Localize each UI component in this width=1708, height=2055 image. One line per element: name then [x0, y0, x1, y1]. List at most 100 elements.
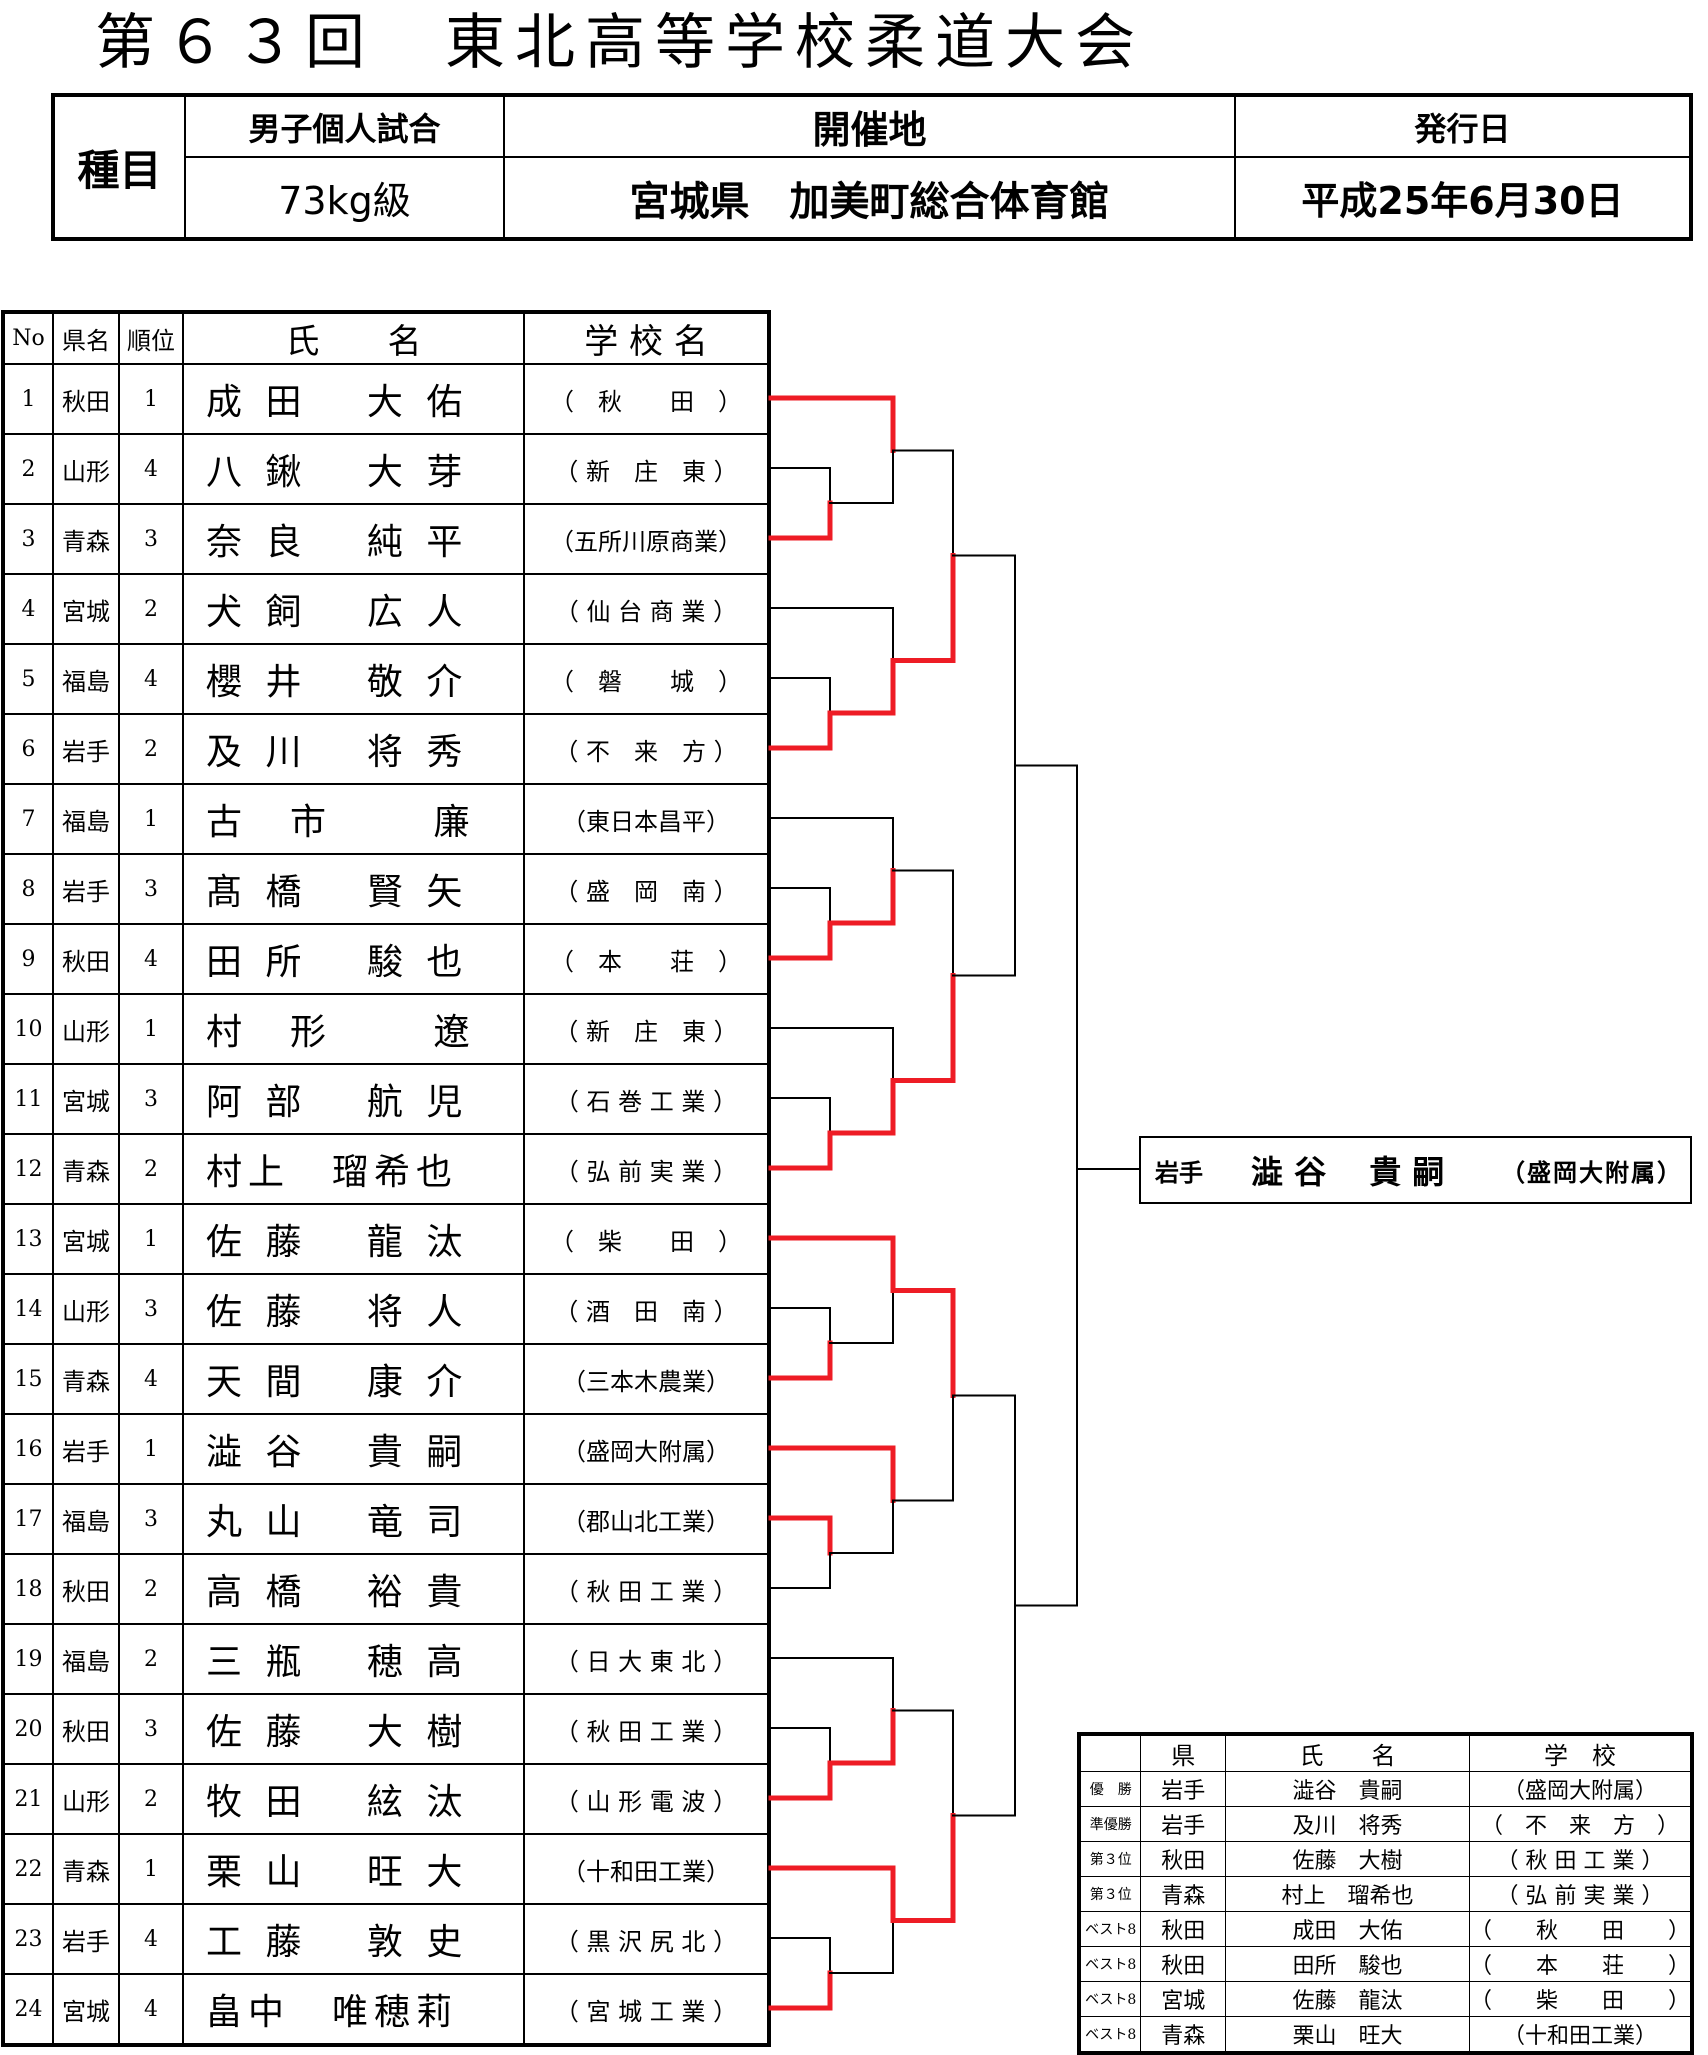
entrant-pref: 青森 — [52, 1133, 120, 1205]
entrant-no: 12 — [2, 1133, 54, 1205]
entrant-name: 畠中 唯穂莉 — [182, 1973, 525, 2046]
champion-name: 澁 谷 貴 嗣 — [1251, 1153, 1445, 1191]
entrant-rank: 2 — [118, 1763, 184, 1835]
entrant-pref: 山形 — [52, 433, 120, 505]
entrant-no: 4 — [2, 573, 54, 645]
entrant-rank: 4 — [118, 643, 184, 715]
col-rank: 順位 — [118, 311, 184, 365]
venue: 宮城県 加美町総合体育館 — [503, 156, 1236, 240]
entrant-pref: 秋田 — [52, 1693, 120, 1765]
entrant-name: 丸 山 竜 司 — [182, 1483, 525, 1555]
result-pref: 岩手 — [1140, 1806, 1226, 1842]
title-char: 東 — [445, 8, 505, 78]
col-name: 氏 名 — [182, 311, 525, 365]
entrant-name: 天 間 康 介 — [182, 1343, 525, 1415]
entrant-school: （ 柴 田 ） — [523, 1203, 770, 1275]
entrant-name: 八 鍬 大 芽 — [182, 433, 525, 505]
entrant-no: 24 — [2, 1973, 54, 2046]
entrant-pref: 福島 — [52, 1623, 120, 1695]
entrant-rank: 3 — [118, 503, 184, 575]
champion-box: 岩手 澁 谷 貴 嗣 （盛岡大附属） — [1139, 1136, 1692, 1204]
result-pref: 秋田 — [1140, 1946, 1226, 1982]
entrant-rank: 3 — [118, 853, 184, 925]
entrant-pref: 福島 — [52, 643, 120, 715]
entrant-school: （三本木農業） — [523, 1343, 770, 1415]
title-char: 北 — [515, 8, 575, 78]
result-school: （ 本 荘 ） — [1468, 1946, 1693, 1982]
entrant-school: （ 新 庄 東 ） — [523, 433, 770, 505]
title-char: 柔 — [865, 8, 925, 78]
entrant-no: 22 — [2, 1833, 54, 1905]
entrant-pref: 宮城 — [52, 1063, 120, 1135]
entrant-no: 5 — [2, 643, 54, 715]
result-row: 第３位秋田佐藤 大樹（ 秋 田 工 業 ） — [1078, 1841, 1693, 1877]
results-col-pref: 県 — [1140, 1733, 1226, 1772]
entrant-no: 3 — [2, 503, 54, 575]
entrant-rank: 4 — [118, 1343, 184, 1415]
title-char: ６ — [165, 8, 225, 78]
results-col-label — [1078, 1733, 1142, 1772]
entrant-school: （ 本 荘 ） — [523, 923, 770, 995]
entrant-pref: 青森 — [52, 1343, 120, 1415]
result-school: （ 不 来 方 ） — [1468, 1806, 1693, 1842]
entrant-school: （郡山北工業） — [523, 1483, 770, 1555]
entrant-no: 13 — [2, 1203, 54, 1275]
entrant-school: （ 石 巻 工 業 ） — [523, 1063, 770, 1135]
result-label: ベスト8 — [1078, 1911, 1142, 1947]
entrant-pref: 福島 — [52, 783, 120, 855]
result-name: 栗山 旺大 — [1224, 2016, 1470, 2054]
title-char: 回 — [305, 8, 365, 78]
champion-school: （盛岡大附属） — [1501, 1158, 1683, 1187]
venue-label: 開催地 — [503, 94, 1236, 158]
entrant-no: 15 — [2, 1343, 54, 1415]
entrant-school: （ 秋 田 工 業 ） — [523, 1553, 770, 1625]
entrant-pref: 岩手 — [52, 1413, 120, 1485]
entrant-name: 犬 飼 広 人 — [182, 573, 525, 645]
entrant-no: 21 — [2, 1763, 54, 1835]
entrant-name: 澁 谷 貴 嗣 — [182, 1413, 525, 1485]
entrant-no: 2 — [2, 433, 54, 505]
entrant-school: （ 新 庄 東 ） — [523, 993, 770, 1065]
result-label: ベスト8 — [1078, 1981, 1142, 2017]
entrant-name: 村 形 遼 — [182, 993, 525, 1065]
entrant-pref: 青森 — [52, 503, 120, 575]
entrant-no: 17 — [2, 1483, 54, 1555]
entrant-school: （ 酒 田 南 ） — [523, 1273, 770, 1345]
entrant-pref: 秋田 — [52, 923, 120, 995]
result-name: 及川 将秀 — [1224, 1806, 1470, 1842]
entrant-name: 阿 部 航 児 — [182, 1063, 525, 1135]
entrant-rank: 4 — [118, 1973, 184, 2046]
entrant-rank: 4 — [118, 433, 184, 505]
entrant-school: （ 盛 岡 南 ） — [523, 853, 770, 925]
entrant-school: （ 不 来 方 ） — [523, 713, 770, 785]
result-pref: 岩手 — [1140, 1771, 1226, 1807]
entrant-no: 9 — [2, 923, 54, 995]
entrant-school: （五所川原商業） — [523, 503, 770, 575]
entrant-no: 10 — [2, 993, 54, 1065]
result-row: 第３位青森村上 瑠希也（ 弘 前 実 業 ） — [1078, 1876, 1693, 1912]
result-school: （ 弘 前 実 業 ） — [1468, 1876, 1693, 1912]
issue-date: 平成25年6月30日 — [1234, 156, 1692, 240]
entrant-pref: 宮城 — [52, 1973, 120, 2046]
entrant-name: 佐 藤 大 樹 — [182, 1693, 525, 1765]
entrant-name: 奈 良 純 平 — [182, 503, 525, 575]
result-label: 第３位 — [1078, 1876, 1142, 1912]
